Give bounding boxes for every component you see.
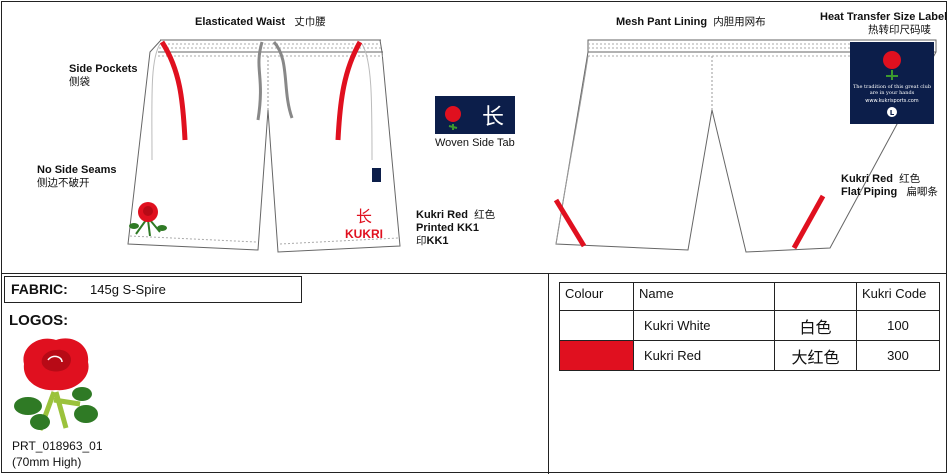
shorts-drawings: 长 KUKRI [127,39,937,253]
colour-table: Colour Name Kukri Code Kukri White 白色 10… [559,282,940,371]
waist-annotation: Elasticated Waist 丈巾腰 [195,16,326,28]
heat-annotation: Heat Transfer Size Label 热转印尺码唛 [820,11,948,36]
colour-code: 300 [856,340,940,371]
red-rose-logo [14,338,98,431]
colour-table-header: Colour Name Kukri Code [559,282,940,311]
header-name: Name [633,282,775,311]
swatch-red [559,340,634,371]
label-size: L [890,109,895,117]
colour-cn: 大红色 [774,340,857,371]
heat-transfer-label-art: The tradition of this great club are in … [850,42,934,124]
header-blank [774,282,857,311]
label-url: www.kukrisports.com [865,98,919,104]
table-row: Kukri Red 大红色 300 [559,340,940,371]
logo-code: PRT_018963_01(70mm High) [12,439,103,469]
mesh-annotation: Mesh Pant Lining 内胆用网布 [616,16,766,28]
kukri-glyph: 长 [356,207,372,226]
colour-code: 100 [856,310,940,341]
woven-side-tab-art: 长 [435,96,515,134]
section-divider [1,273,947,274]
kukri-wordmark: KUKRI [345,227,383,241]
fabric-value: 145g S-Spire [90,282,166,297]
table-row: Kukri White 白色 100 [559,310,940,341]
woven-caption: Woven Side Tab [435,137,515,149]
woven-glyph: 长 [482,105,504,130]
colour-name: Kukri White [633,310,775,341]
header-code: Kukri Code [856,282,940,311]
label-line2: are in your hands [870,90,915,96]
colour-name: Kukri Red [633,340,775,371]
print-annotation: Kukri Red 红色 Printed KK1 印KK1 [416,209,496,247]
fabric-box: FABRIC: 145g S-Spire [4,276,302,303]
piping-annotation: Kukri Red 红色 Flat Piping 扁唧条 [841,173,938,198]
logos-title: LOGOS: [9,312,69,329]
colour-cn: 白色 [774,310,857,341]
label-line1: The tradition of this great club [853,84,931,90]
swatch-white [559,310,634,341]
front-shorts: 长 KUKRI [127,39,401,253]
column-divider [548,273,549,474]
fabric-label: FABRIC: [11,281,68,297]
header-colour: Colour [559,282,634,311]
